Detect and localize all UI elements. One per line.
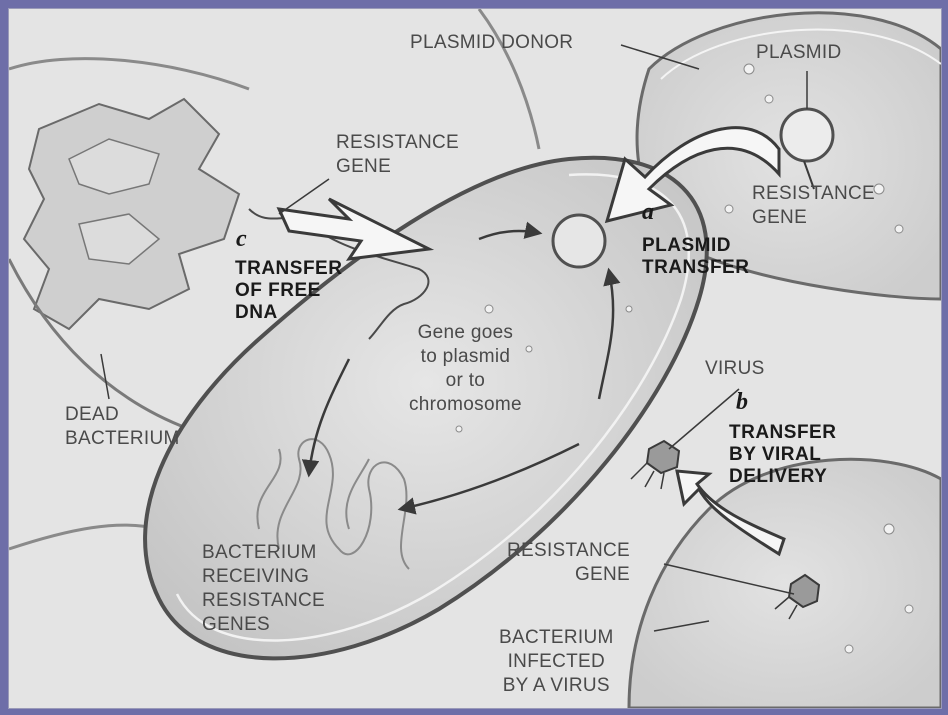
- virus-label: VIRUS: [705, 357, 765, 381]
- resistance-gene-top-label: RESISTANCE GENE: [336, 131, 459, 179]
- mechanism-b-letter: b: [736, 389, 748, 416]
- bacterium-infected-label: BACTERIUM INFECTED BY A VIRUS: [499, 626, 614, 698]
- diagram-panel: PLASMID DONOR PLASMID RESISTANCE GENE RE…: [8, 8, 942, 709]
- mechanism-c-letter: c: [236, 226, 247, 253]
- mechanism-a-title: PLASMID TRANSFER: [642, 235, 749, 279]
- resistance-gene-bottom-label: RESISTANCE GENE: [507, 539, 630, 587]
- infected-bacterium-cell: [629, 459, 941, 708]
- mechanism-b-title: TRANSFER BY VIRAL DELIVERY: [729, 422, 836, 488]
- bacterium-receiving-label: BACTERIUM RECEIVING RESISTANCE GENES: [202, 541, 325, 637]
- mechanism-a-letter: a: [642, 199, 654, 226]
- mechanism-c-title: TRANSFER OF FREE DNA: [235, 258, 342, 324]
- donor-plasmid: [781, 109, 833, 161]
- received-plasmid: [553, 215, 605, 267]
- plasmid-label: PLASMID: [756, 41, 842, 65]
- plasmid-donor-label: PLASMID DONOR: [410, 31, 573, 55]
- dead-bacterium: [9, 99, 239, 429]
- resistance-gene-right-label: RESISTANCE GENE: [752, 182, 875, 230]
- gene-goes-label: Gene goes to plasmid or to chromosome: [409, 321, 522, 417]
- dead-bacterium-label: DEAD BACTERIUM: [65, 403, 180, 451]
- virus-at-cell: [631, 441, 679, 489]
